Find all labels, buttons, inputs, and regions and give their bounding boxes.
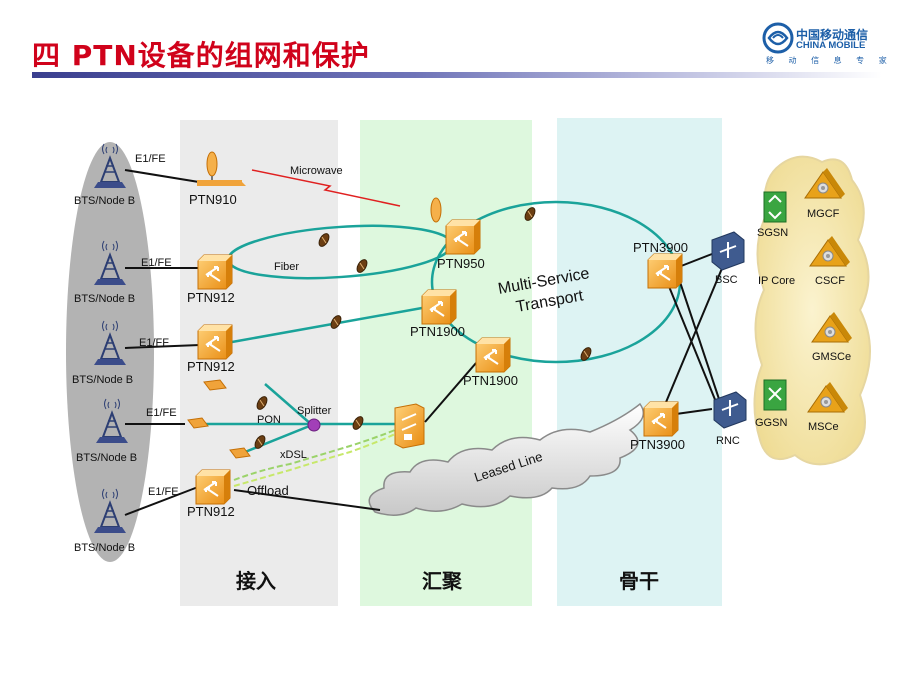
bts-label: BTS/Node B bbox=[76, 452, 137, 464]
ggsn-node-icon bbox=[763, 379, 787, 411]
ptn1900-device-icon bbox=[421, 289, 457, 325]
xdsl-label: xDSL bbox=[280, 449, 307, 461]
ptn3900-device-icon bbox=[643, 401, 679, 437]
title-underline bbox=[32, 72, 882, 78]
ptn1900-device-icon bbox=[475, 337, 511, 373]
e1fe-label: E1/FE bbox=[135, 153, 166, 165]
ptn910-label: PTN910 bbox=[189, 192, 237, 207]
ptn1900-label: PTN1900 bbox=[463, 373, 518, 388]
pon-label: PON bbox=[257, 414, 281, 426]
ptn950-device-icon bbox=[445, 219, 481, 255]
bsc-device-icon bbox=[711, 231, 745, 271]
onu-device-icon bbox=[203, 379, 227, 391]
e1fe-label: E1/FF bbox=[139, 337, 169, 349]
fiber-label: Fiber bbox=[274, 261, 299, 273]
e1fe-label: E1/FE bbox=[148, 486, 179, 498]
logo-name-en: CHINA MOBILE bbox=[796, 40, 866, 51]
zone-backbone-label: 骨干 bbox=[619, 569, 659, 593]
sgsn-node-icon bbox=[763, 191, 787, 223]
splitter-node bbox=[307, 418, 321, 432]
bsc-label: BSC bbox=[715, 274, 738, 286]
ip-core-label: IP Core bbox=[758, 275, 795, 287]
offload-label: Offload bbox=[247, 483, 289, 498]
sgsn-label: SGSN bbox=[757, 227, 788, 239]
microwave-label: Microwave bbox=[290, 165, 343, 177]
xdsl-link bbox=[233, 429, 396, 481]
ptn950-label: PTN950 bbox=[437, 256, 485, 271]
leased-line-cloud bbox=[368, 402, 645, 516]
logo-name-cn: 中国移动通信 bbox=[796, 28, 869, 42]
ptn3900-label: PTN3900 bbox=[633, 240, 688, 255]
ptn3900-device-icon bbox=[647, 253, 683, 289]
china-mobile-logo-icon bbox=[762, 22, 794, 54]
ptn3900-label: PTN3900 bbox=[630, 437, 685, 452]
ptn912-device-icon bbox=[197, 324, 233, 360]
e1fe-label: E1/FE bbox=[141, 257, 172, 269]
olt-device-icon bbox=[394, 403, 425, 449]
zone-access-label: 接入 bbox=[236, 569, 276, 593]
ptn912-label: PTN912 bbox=[187, 290, 235, 305]
zone-backbone-bg bbox=[557, 118, 722, 606]
ptn912-device-icon bbox=[197, 254, 233, 290]
page-title: 四 PTN设备的组网和保护 bbox=[32, 39, 370, 72]
bts-label: BTS/Node B bbox=[72, 374, 133, 386]
bts-label: BTS/Node B bbox=[74, 293, 135, 305]
ptn950-antenna-icon bbox=[430, 197, 442, 223]
bts-group-ellipse bbox=[66, 142, 154, 562]
gmsce-label: GMSCe bbox=[812, 351, 851, 363]
microwave-link bbox=[251, 169, 401, 207]
msce-label: MSCe bbox=[808, 421, 839, 433]
ptn912-device-icon bbox=[195, 469, 231, 505]
mgcf-label: MGCF bbox=[807, 208, 840, 220]
china-mobile-logo: 中国移动通信 CHINA MOBILE 移 动 信 息 专 家 bbox=[762, 22, 887, 68]
link-lines bbox=[124, 169, 729, 516]
splitter-label: Splitter bbox=[297, 405, 332, 417]
bts-label: BTS/Node B bbox=[74, 195, 135, 207]
ptn912-label: PTN912 bbox=[187, 504, 235, 519]
logo-slogan: 移 动 信 息 专 家 bbox=[766, 56, 893, 65]
ggsn-label: GGSN bbox=[755, 417, 787, 429]
onu-device-icon bbox=[229, 447, 251, 459]
rnc-label: RNC bbox=[716, 435, 740, 447]
zone-access-bg bbox=[180, 120, 338, 606]
zone-aggregation-label: 汇聚 bbox=[422, 569, 463, 593]
bts-label: BTS/Node B bbox=[74, 542, 135, 554]
onu-device-icon bbox=[187, 417, 209, 429]
rnc-device-icon bbox=[713, 391, 747, 429]
ptn910-device-icon bbox=[197, 151, 246, 186]
e1fe-label: E1/FE bbox=[146, 407, 177, 419]
ptn1900-label: PTN1900 bbox=[410, 324, 465, 339]
cscf-label: CSCF bbox=[815, 275, 845, 287]
ptn912-label: PTN912 bbox=[187, 359, 235, 374]
